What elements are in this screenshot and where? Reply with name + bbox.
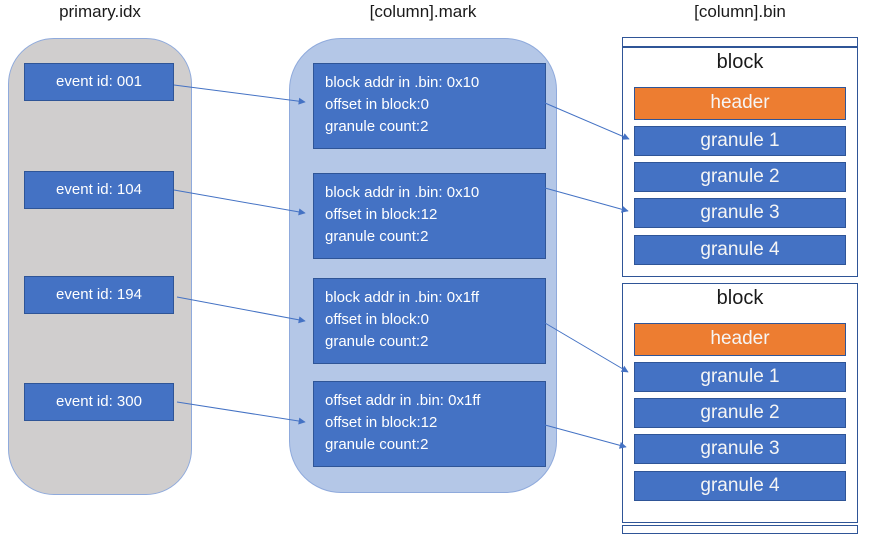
primary-idx-panel: event id: 001 event id: 104 event id: 19…: [8, 38, 192, 495]
mark-line: offset in block:12: [325, 414, 438, 431]
granule-box-4: granule 4: [634, 235, 846, 265]
mark-line: granule count:2: [325, 333, 429, 350]
bin-block-2: block header granule 1 granule 2 granule…: [622, 283, 858, 523]
mark-line: granule count:2: [325, 118, 429, 135]
bin-file-bottom-strip: [622, 525, 858, 534]
primary-idx-title: primary.idx: [59, 2, 141, 21]
arrow-mark3-to-block2-granule1: [544, 322, 629, 373]
mark-line: granule count:2: [325, 436, 429, 453]
arrow-event2-to-mark2: [173, 189, 306, 216]
granule-box-3: granule 3: [634, 198, 846, 228]
granule-box-3: granule 3: [634, 434, 846, 464]
granule-box-4: granule 4: [634, 471, 846, 501]
mark-line: offset in block:0: [325, 311, 429, 328]
granule-box-1: granule 1: [634, 362, 846, 392]
event-id-box-2: event id: 104: [24, 171, 174, 209]
arrow-event1-to-mark1: [173, 84, 306, 105]
mark-entry-box-1: block addr in .bin: 0x10 offset in block…: [313, 63, 546, 149]
mark-line: offset addr in .bin: 0x1ff: [325, 392, 481, 409]
block-label: block: [716, 287, 764, 309]
mark-entry-box-2: block addr in .bin: 0x10 offset in block…: [313, 173, 546, 259]
bin-file-top-strip: [622, 37, 858, 47]
column-bin-title: [column].bin: [694, 2, 786, 21]
block-label: block: [716, 51, 764, 73]
column-mark-title: [column].mark: [369, 2, 477, 21]
mark-line: offset in block:0: [325, 96, 429, 113]
arrow-mark2-to-block1-granule3: [544, 187, 629, 213]
granule-box-2: granule 2: [634, 162, 846, 192]
block-header-box: header: [634, 87, 846, 120]
event-id-box-3: event id: 194: [24, 276, 174, 314]
granule-box-2: granule 2: [634, 398, 846, 428]
mark-line: granule count:2: [325, 228, 429, 245]
mark-entry-box-4: offset addr in .bin: 0x1ff offset in blo…: [313, 381, 546, 467]
mark-line: block addr in .bin: 0x10: [325, 184, 480, 201]
granule-box-1: granule 1: [634, 126, 846, 156]
arrow-event4-to-mark4: [176, 401, 306, 425]
arrow-mark1-to-block1-granule1: [544, 102, 630, 140]
event-id-box-4: event id: 300: [24, 383, 174, 421]
mark-entry-box-3: block addr in .bin: 0x1ff offset in bloc…: [313, 278, 546, 364]
event-id-box-1: event id: 001: [24, 63, 174, 101]
mark-line: block addr in .bin: 0x10: [325, 74, 480, 91]
block-header-box: header: [634, 323, 846, 356]
mark-line: block addr in .bin: 0x1ff: [325, 289, 479, 306]
arrow-mark4-to-block2-granule3: [544, 424, 627, 449]
arrow-event3-to-mark3: [176, 296, 306, 324]
column-mark-panel: block addr in .bin: 0x10 offset in block…: [289, 38, 557, 493]
bin-block-1: block header granule 1 granule 2 granule…: [622, 47, 858, 277]
mark-line: offset in block:12: [325, 206, 438, 223]
